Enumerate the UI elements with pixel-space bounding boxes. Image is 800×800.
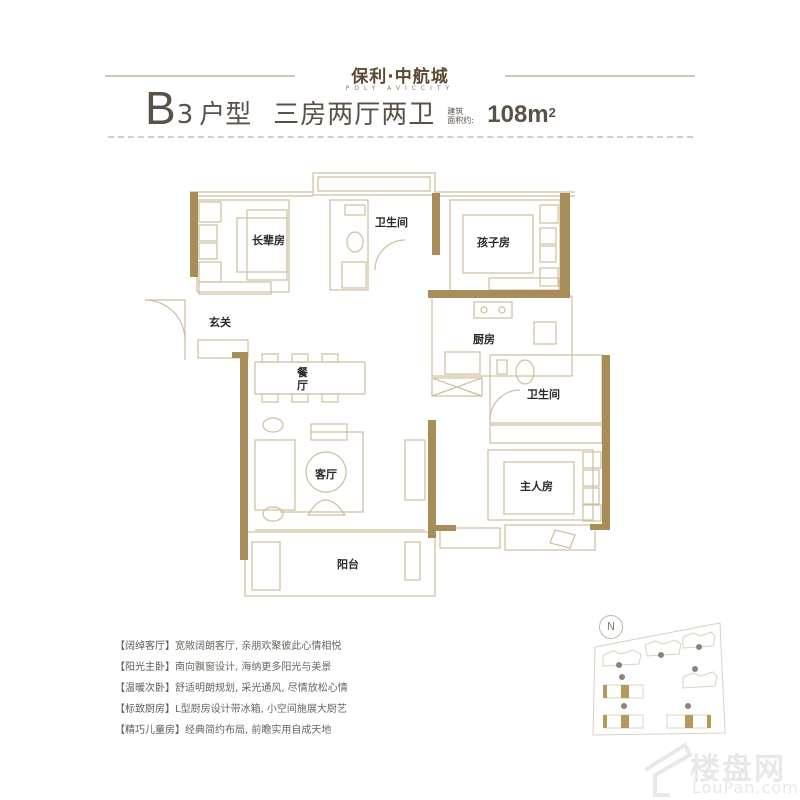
- feature-text: 南向飘窗设计, 海纳更多阳光与美景: [175, 662, 332, 673]
- room-label-dining: 餐 厅: [297, 366, 308, 392]
- feature-text: L型厨房设计带冰箱, 小空间施展大厨艺: [175, 704, 347, 715]
- area-value: 108m2: [487, 100, 556, 130]
- feature-tag: 【标致厨房】: [115, 704, 175, 715]
- room-label-bathroom-2: 卫生间: [527, 388, 560, 401]
- feature-tag: 【阳光主卧】: [115, 662, 175, 673]
- feature-tag: 【温暖次卧】: [115, 683, 175, 694]
- room-label-master: 主人房: [520, 480, 553, 493]
- feature-tag: 【阔绰客厅】: [115, 641, 175, 652]
- dining-label-line2: 厅: [297, 379, 308, 392]
- header-rule-left: [105, 75, 295, 77]
- room-label-child: 孩子房: [477, 236, 510, 249]
- unit-title: B 3 户型 三房两厅两卫 建筑 面积约: 108m2: [145, 82, 556, 134]
- watermark: 楼盘网 LouPan.com: [640, 740, 798, 800]
- dining-label-line1: 餐: [297, 366, 308, 379]
- area-label-line2: 面积约:: [447, 116, 474, 125]
- feature-item: 【温暖次卧】舒适明朗规划, 采光通风, 尽情放松心情: [115, 678, 348, 699]
- feature-list: 【阔绰客厅】宽敞阔朗客厅, 亲朋欢聚彼此心情相悦 【阳光主卧】南向飘窗设计, 海…: [115, 636, 348, 741]
- compass-north-icon: N: [599, 615, 623, 639]
- brand-name-en: POLY AVICCITY: [345, 85, 455, 92]
- room-label-elder: 长辈房: [252, 234, 285, 247]
- unit-type-label: 户型: [199, 100, 252, 130]
- area-label-line1: 建筑: [447, 107, 464, 116]
- room-label-living: 客厅: [315, 468, 337, 481]
- header-rule-right: [505, 75, 695, 77]
- room-label-bathroom-1: 卫生间: [375, 216, 408, 229]
- feature-text: 舒适明朗规划, 采光通风, 尽情放松心情: [175, 683, 348, 694]
- feature-item: 【阔绰客厅】宽敞阔朗客厅, 亲朋欢聚彼此心情相悦: [115, 636, 348, 657]
- feature-text: 宽敞阔朗客厅, 亲朋欢聚彼此心情相悦: [175, 641, 342, 652]
- header-dashed-divider: [108, 136, 693, 138]
- area-unit-superscript: 2: [548, 105, 556, 120]
- unit-letter: B: [145, 82, 176, 134]
- watermark-cn: 楼盘网: [690, 752, 786, 787]
- rooms-description: 三房两厅两卫: [273, 100, 436, 130]
- unit-number: 3: [176, 100, 194, 130]
- watermark-en: LouPan.com: [692, 778, 799, 797]
- site-location-map: N: [575, 605, 735, 745]
- area-number: 108m: [487, 101, 549, 128]
- site-plan-drawing: [592, 622, 726, 736]
- room-label-foyer: 玄关: [209, 316, 231, 329]
- area-label: 建筑 面积约:: [447, 107, 483, 125]
- house-logo-icon: [643, 742, 693, 797]
- feature-item: 【标致厨房】L型厨房设计带冰箱, 小空间施展大厨艺: [115, 699, 348, 720]
- feature-tag: 【精巧儿童房】: [115, 725, 185, 736]
- room-label-kitchen: 厨房: [473, 333, 495, 346]
- brand-logo: 保利·中航城 POLY AVICCITY: [300, 62, 500, 92]
- room-label-balcony: 阳台: [337, 558, 359, 571]
- feature-text: 经典简约布局, 前瞻实用自成天地: [185, 725, 332, 736]
- feature-item: 【精巧儿童房】经典简约布局, 前瞻实用自成天地: [115, 720, 348, 741]
- feature-item: 【阳光主卧】南向飘窗设计, 海纳更多阳光与美景: [115, 657, 348, 678]
- brand-name-cn: 保利·中航城: [351, 67, 449, 87]
